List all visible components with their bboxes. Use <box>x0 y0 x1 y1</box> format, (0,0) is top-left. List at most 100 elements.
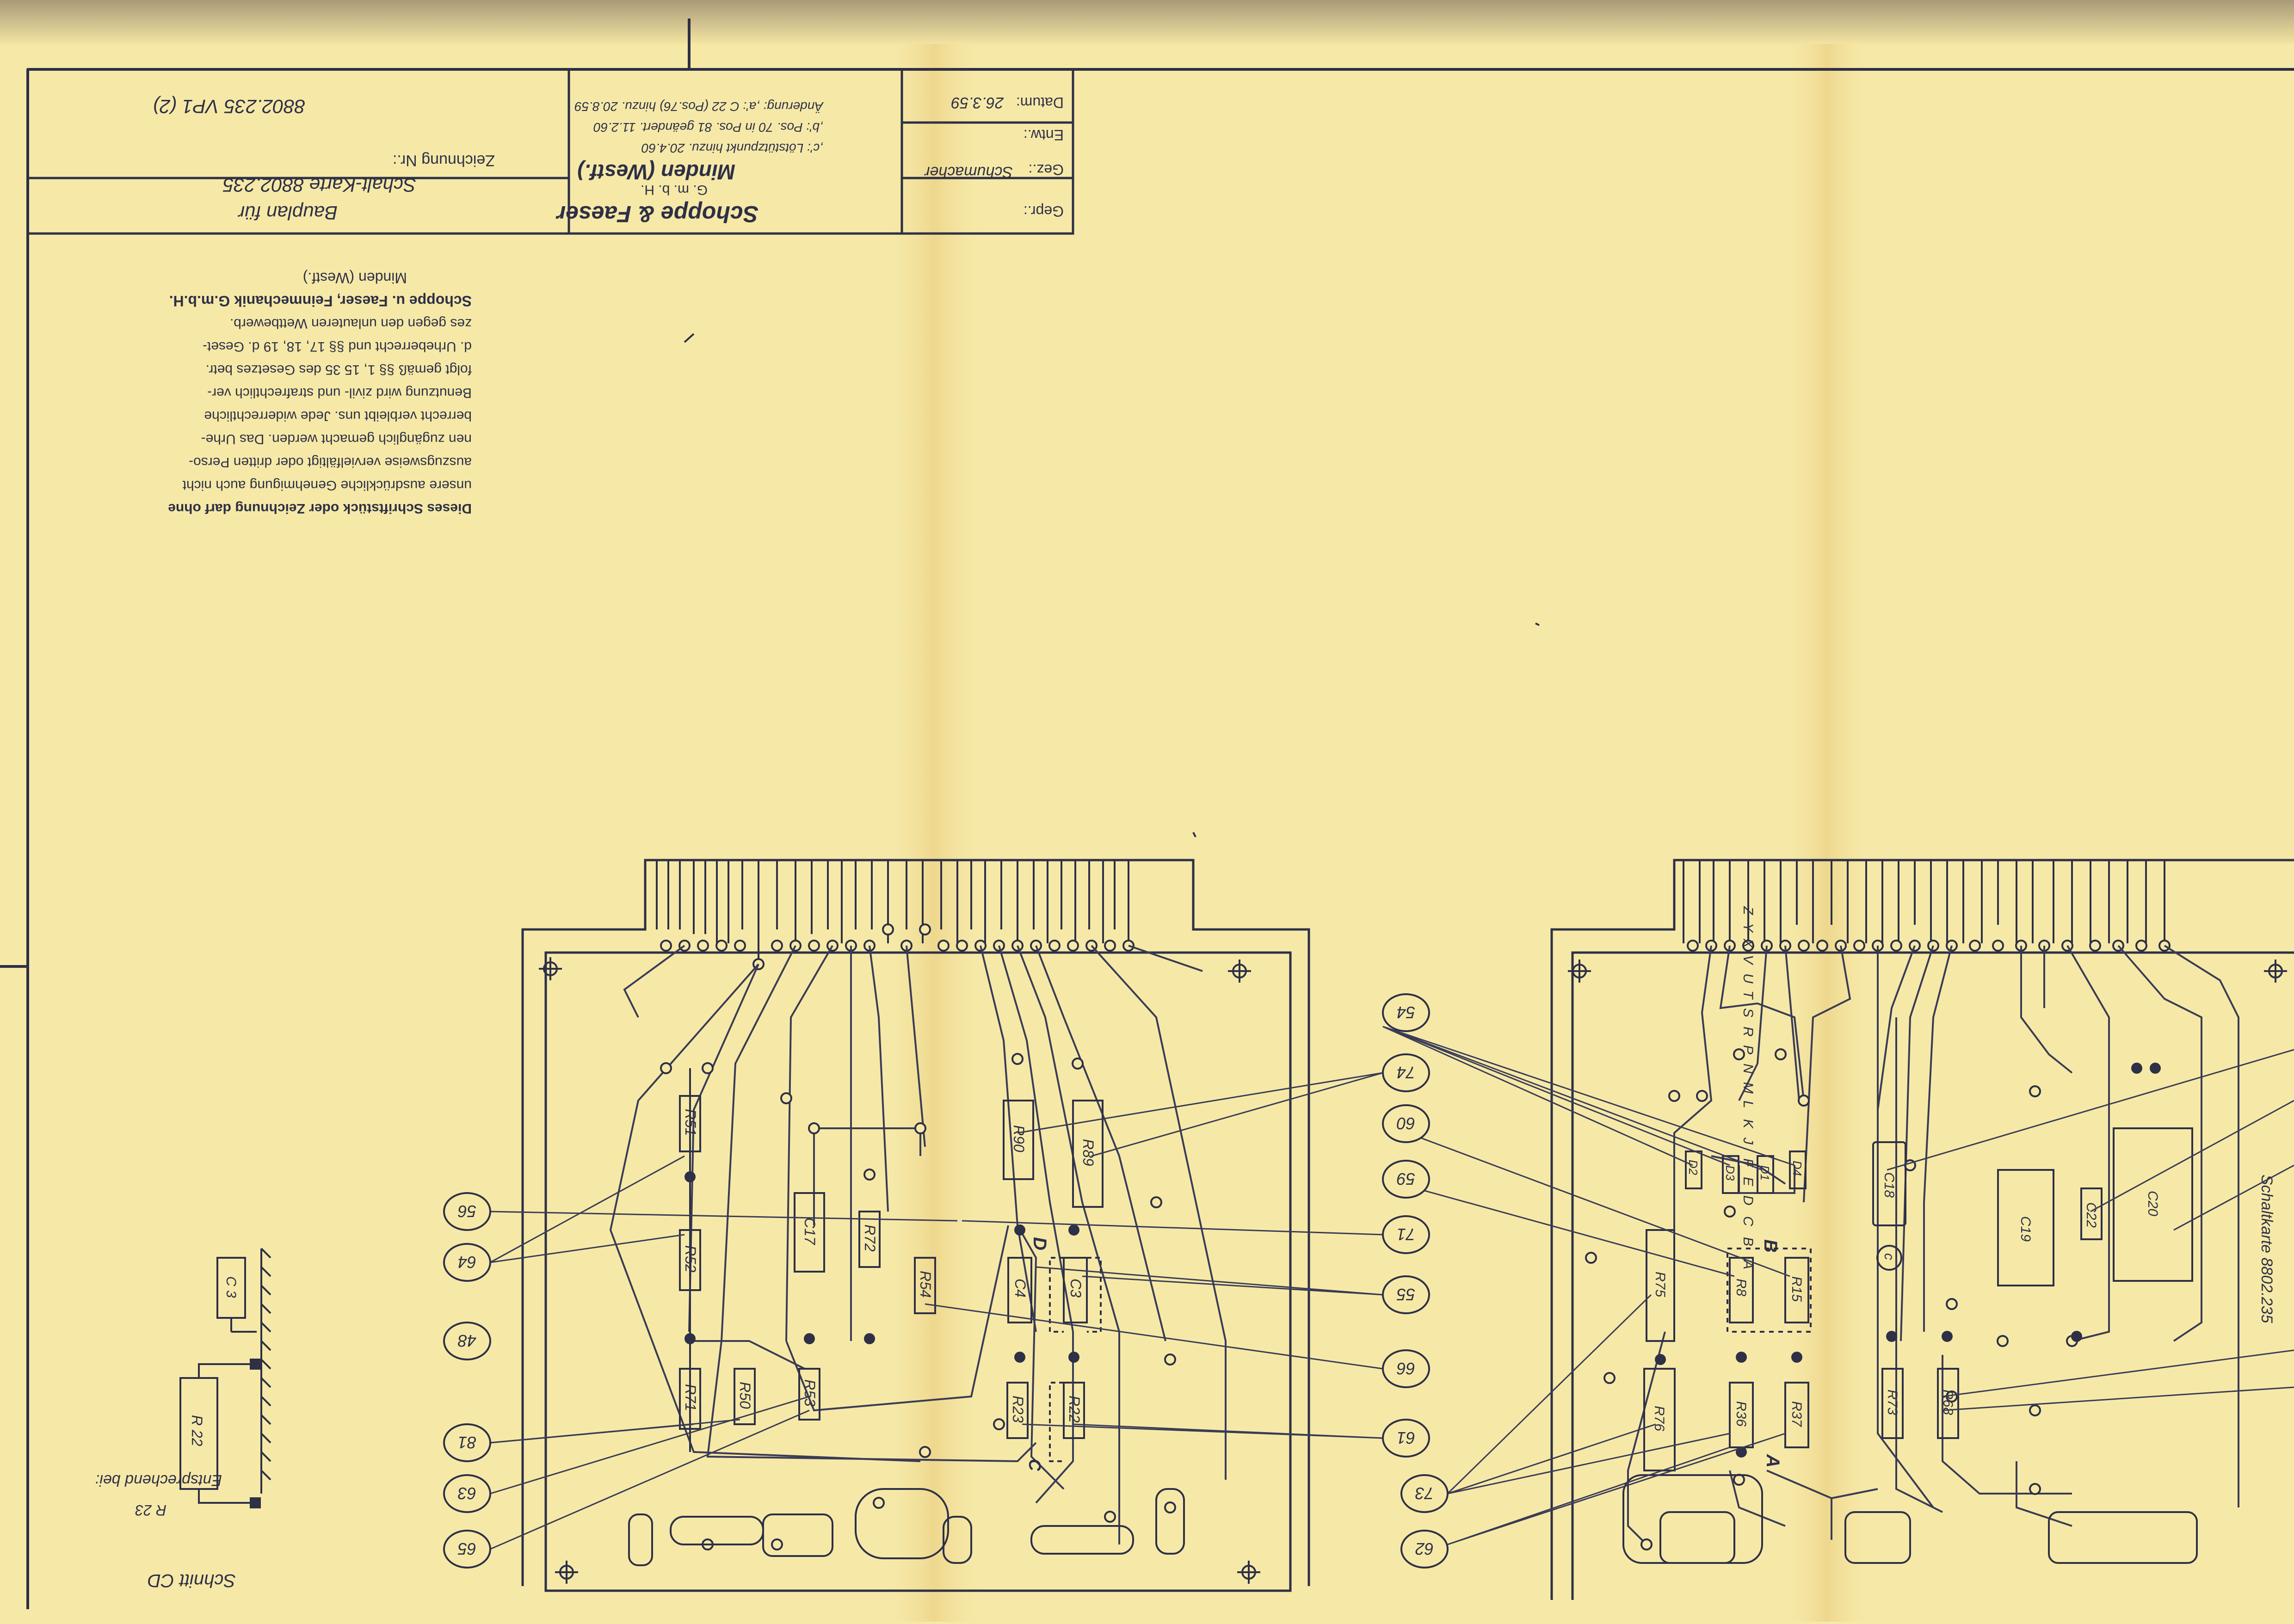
edge-letter-D: D <box>1740 1195 1756 1206</box>
callout-59: 59 <box>1397 1169 1415 1188</box>
change-line-c: ,c': Lötstützpunkt hinzu. 20.4.60 <box>641 141 823 155</box>
callout-73: 73 <box>1415 1484 1434 1503</box>
component-R68 <box>1937 1368 1959 1439</box>
label-C4: C4 <box>1012 1279 1029 1298</box>
label-R75: R75 <box>1653 1272 1668 1297</box>
marker-C: C <box>1025 1459 1044 1471</box>
board-left-mounting-holes <box>539 957 1260 1584</box>
callout-55: 55 <box>1396 1285 1415 1304</box>
section-capacitor-label: C 3 <box>223 1276 239 1298</box>
component-R54 <box>914 1257 936 1314</box>
copyright-line-11: Minden (Westf.) <box>303 270 407 286</box>
edge-letter-P: P <box>1740 1045 1756 1054</box>
edge-letter-B: B <box>1740 1237 1756 1246</box>
edge-letter-N: N <box>1740 1064 1756 1074</box>
paper-top-edge <box>0 0 2294 44</box>
component-R89 <box>1072 1100 1104 1208</box>
callout-61: 61 <box>1397 1428 1415 1447</box>
callout-circles <box>443 993 1449 1569</box>
paper-fold-right <box>1776 44 1878 1622</box>
label-R76: R76 <box>1652 1406 1667 1431</box>
label-C17: C17 <box>802 1218 818 1245</box>
callout-81: 81 <box>458 1433 476 1452</box>
company-name: Schoppe & Faeser <box>555 201 758 227</box>
copyright-line-2: unsere ausdrückliche Genehmigung auch ni… <box>182 478 472 493</box>
component-R90 <box>1003 1100 1034 1180</box>
board-left: R51 R52 R71 R50 R53 C17 R72 R54 C4 C3 R2… <box>521 859 1310 1592</box>
edge-letter-X: X <box>1740 938 1756 948</box>
component-C17 <box>794 1192 825 1273</box>
stray-marks <box>684 333 1540 837</box>
copyright-line-6: Benutzung wird zivil- und strafrechtlich… <box>207 385 472 400</box>
copyright-line-7: folgt gemäß §§ 1, 15 35 des Gesetzes bet… <box>206 362 472 377</box>
board-right-mounting-holes <box>1568 960 2287 983</box>
label-R54: R54 <box>917 1271 934 1298</box>
marker-D: D <box>1030 1237 1050 1250</box>
change-line-a: Änderung: ,a': C 22 (Pos.76) hinzu. 20.8… <box>574 99 824 114</box>
board-left-vias <box>660 1053 1176 1550</box>
company-city: Minden (Westf.) <box>577 160 735 184</box>
drawing-number: 8802.235 VP1 (2) <box>153 96 305 117</box>
board-left-components <box>679 1068 1104 1462</box>
copyright-line-10: Schoppe u. Faeser, Feinmechanik G.m.b.H. <box>169 293 472 309</box>
callout-54: 54 <box>1397 1003 1415 1022</box>
edge-letter-T: T <box>1740 990 1756 1000</box>
component-R22 <box>1063 1382 1085 1439</box>
label-R36: R36 <box>1733 1401 1749 1427</box>
component-R52 <box>679 1229 701 1291</box>
component-R15 <box>1784 1257 1809 1323</box>
drawn-signature: Schumacher <box>924 163 1013 181</box>
copyright-line-9: zes gegen den unlauteren Wettbewerb. <box>230 316 472 331</box>
label-R23: R23 <box>1010 1396 1026 1423</box>
callout-65: 65 <box>457 1539 476 1558</box>
label-R15: R15 <box>1789 1276 1804 1302</box>
label-C18: C18 <box>1881 1172 1897 1198</box>
edge-letter-K: K <box>1740 1119 1756 1129</box>
label-R50: R50 <box>737 1382 753 1409</box>
component-R71 <box>679 1368 701 1430</box>
company-form: G. m. b. H. <box>641 182 708 197</box>
copyright-line-1: Dieses Schriftstück oder Zeichnung darf … <box>168 501 472 516</box>
edge-letter-Z: Z <box>1740 906 1756 916</box>
callout-56: 56 <box>457 1202 476 1221</box>
component-R23 <box>1006 1382 1029 1439</box>
board-right-vias <box>1585 1048 2078 1550</box>
component-R51 <box>679 1095 701 1152</box>
drawn-label: Gez.: <box>1029 161 1064 178</box>
label-R52: R52 <box>682 1245 699 1273</box>
label-D2: D2 <box>1686 1160 1700 1175</box>
component-C18 <box>1872 1141 1906 1226</box>
marker-B: B <box>1760 1239 1781 1253</box>
label-R90: R90 <box>1011 1125 1027 1152</box>
board-left-connector-fingers <box>656 860 1129 962</box>
component-R53 <box>798 1368 820 1421</box>
designed-label: Entw.: <box>1024 127 1064 143</box>
callout-64: 64 <box>458 1253 476 1272</box>
copyright-line-8: d. Urheberrecht und §§ 17, 18, 19 d. Ges… <box>203 339 472 354</box>
date-label: Datum: <box>1016 94 1064 111</box>
edge-letter-S: S <box>1740 1008 1756 1017</box>
edge-letter-U: U <box>1740 973 1756 984</box>
component-C19 <box>1997 1169 2054 1286</box>
copyright-line-5: berrecht verbleibt uns. Jede widerrechtl… <box>204 408 472 424</box>
copyright-line-3: auszugsweise vervielfältigt oder dritten… <box>189 455 472 470</box>
component-R50 <box>734 1368 756 1425</box>
component-R72 <box>858 1211 881 1268</box>
board-right-outline <box>1550 859 2294 1600</box>
section-title: Schnitt CD <box>148 1570 236 1591</box>
label-R37: R37 <box>1789 1401 1804 1427</box>
component-C3 <box>1063 1257 1088 1323</box>
label-C22: C22 <box>2084 1202 2099 1228</box>
label-R53: R53 <box>802 1379 818 1407</box>
board-right-solder-joints <box>1655 1063 2161 1458</box>
component-R37 <box>1784 1382 1809 1448</box>
label-R68: R68 <box>1940 1390 1955 1415</box>
label-R8: R8 <box>1733 1279 1749 1297</box>
callout-66: 66 <box>1396 1359 1415 1378</box>
callout-60: 60 <box>1397 1114 1415 1133</box>
copyright-notice: Dieses Schriftstück oder Zeichnung darf … <box>168 270 472 516</box>
label-D3: D3 <box>1723 1165 1737 1181</box>
leader-lines <box>490 1026 2294 1550</box>
label-R22: R22 <box>1066 1396 1083 1423</box>
